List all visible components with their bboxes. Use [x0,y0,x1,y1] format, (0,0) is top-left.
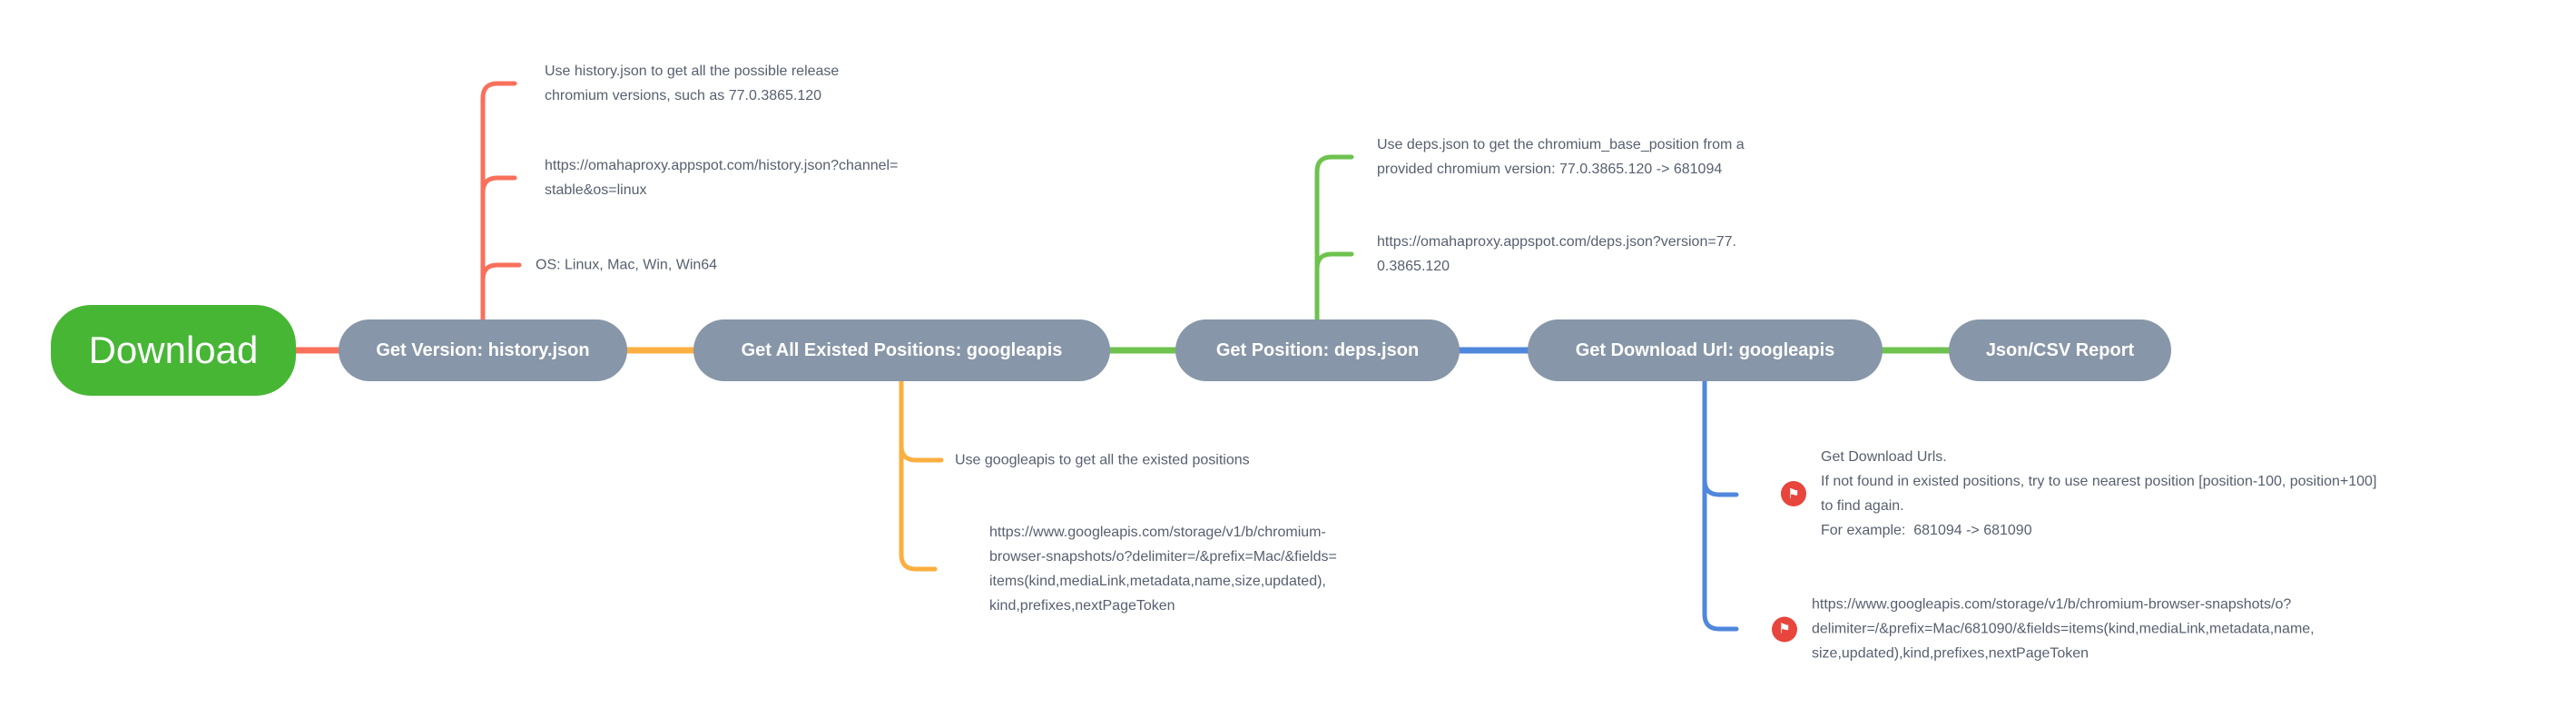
branch-download-trunk [1702,378,1739,632]
node-download-label: Download [88,329,259,371]
annotation-deps-usage[interactable]: Use deps.json to get the chromium_base_p… [1377,133,1745,182]
annotation-deps-url-text: https://omahaproxy.appspot.com/deps.json… [1377,234,1736,274]
branch-position-trunk [1314,154,1354,323]
annotation-googleapis-url-text: https://www.googleapis.com/storage/v1/b/… [989,525,1337,614]
node-json-csv-report[interactable]: Json/CSV Report [1949,319,2171,381]
annotation-deps-usage-text: Use deps.json to get the chromium_base_p… [1377,137,1745,177]
branch-existed-elbow-1 [899,443,944,463]
branch-position-elbow-2 [1314,251,1354,271]
branch-version-elbow-3 [480,262,522,282]
branch-version-trunk [480,81,517,323]
annotation-os-list-text: OS: Linux, Mac, Win, Win64 [536,257,718,273]
node-get-version[interactable]: Get Version: history.json [339,319,627,381]
annotation-history-usage[interactable]: Use history.json to get all the possible… [545,59,839,108]
node-json-csv-report-label: Json/CSV Report [1985,339,2135,360]
annotation-download-urls-note[interactable]: ⚑ Get Download Urls. If not found in exi… [1781,445,2376,543]
node-download[interactable]: Download [51,305,296,396]
annotation-deps-url[interactable]: https://omahaproxy.appspot.com/deps.json… [1377,230,1736,279]
annotation-os-list[interactable]: OS: Linux, Mac, Win, Win64 [536,253,717,278]
annotation-history-usage-text: Use history.json to get all the possible… [545,64,840,103]
node-get-all-existed-positions-label: Get All Existed Positions: googleapis [741,339,1063,360]
annotation-googleapis-usage-text: Use googleapis to get all the existed po… [955,452,1250,468]
flag-icon: ⚑ [1781,481,1806,506]
flag-glyph: ⚑ [1778,621,1791,637]
flag-glyph: ⚑ [1787,486,1800,502]
node-get-position-label: Get Position: deps.json [1215,339,1420,360]
annotation-download-url-example-text: https://www.googleapis.com/storage/v1/b/… [1812,596,2315,662]
annotation-googleapis-url[interactable]: https://www.googleapis.com/storage/v1/b/… [989,520,1337,618]
node-get-position[interactable]: Get Position: deps.json [1175,319,1460,381]
node-get-download-url[interactable]: Get Download Url: googleapis [1528,319,1883,381]
annotation-history-url-text: https://omahaproxy.appspot.com/history.j… [545,158,899,198]
annotation-history-url[interactable]: https://omahaproxy.appspot.com/history.j… [545,153,898,202]
flag-icon: ⚑ [1772,616,1797,642]
node-get-download-url-label: Get Download Url: googleapis [1575,339,1835,360]
branch-version-elbow-2 [480,175,517,195]
annotation-download-urls-note-text: Get Download Urls. If not found in exist… [1821,449,2377,538]
annotation-googleapis-usage[interactable]: Use googleapis to get all the existed po… [955,448,1250,473]
branch-existed-trunk [899,378,938,572]
node-get-all-existed-positions[interactable]: Get All Existed Positions: googleapis [693,319,1110,381]
branch-download-elbow-1 [1702,477,1739,497]
annotation-download-url-example[interactable]: ⚑ https://www.googleapis.com/storage/v1/… [1772,593,2315,666]
node-get-version-label: Get Version: history.json [376,339,590,360]
